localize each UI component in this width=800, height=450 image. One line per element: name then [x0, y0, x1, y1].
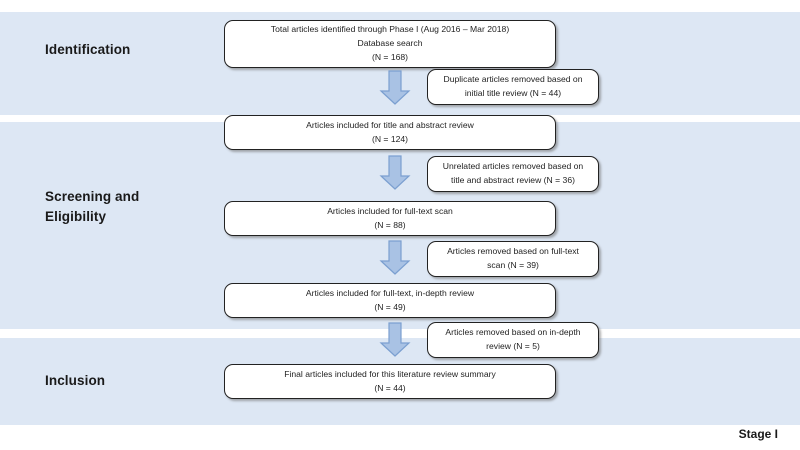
down-arrow-icon [378, 322, 412, 358]
stage-label-screening: Screening and Eligibility [45, 189, 140, 224]
box-unrelated-articles-removed: Unrelated articles removed based on titl… [427, 156, 599, 192]
stage-caption: Stage I [738, 427, 778, 441]
down-arrow-icon [378, 70, 412, 106]
down-arrow-icon [378, 240, 412, 276]
box-total-articles-identified: Total articles identified through Phase … [224, 20, 556, 68]
box-removed-fulltext-scan: Articles removed based on full-text scan… [427, 241, 599, 277]
stage-label-identification: Identification [45, 42, 131, 57]
box-final-articles-included: Final articles included for this literat… [224, 364, 556, 399]
box-included-indepth-review: Articles included for full-text, in-dept… [224, 283, 556, 318]
stage-label-inclusion: Inclusion [45, 373, 106, 388]
down-arrow-icon [378, 155, 412, 191]
box-included-fulltext-scan: Articles included for full-text scan (N … [224, 201, 556, 236]
box-included-title-abstract-review: Articles included for title and abstract… [224, 115, 556, 150]
box-duplicate-articles-removed: Duplicate articles removed based on init… [427, 69, 599, 105]
box-removed-indepth-review: Articles removed based on in-depth revie… [427, 322, 599, 358]
